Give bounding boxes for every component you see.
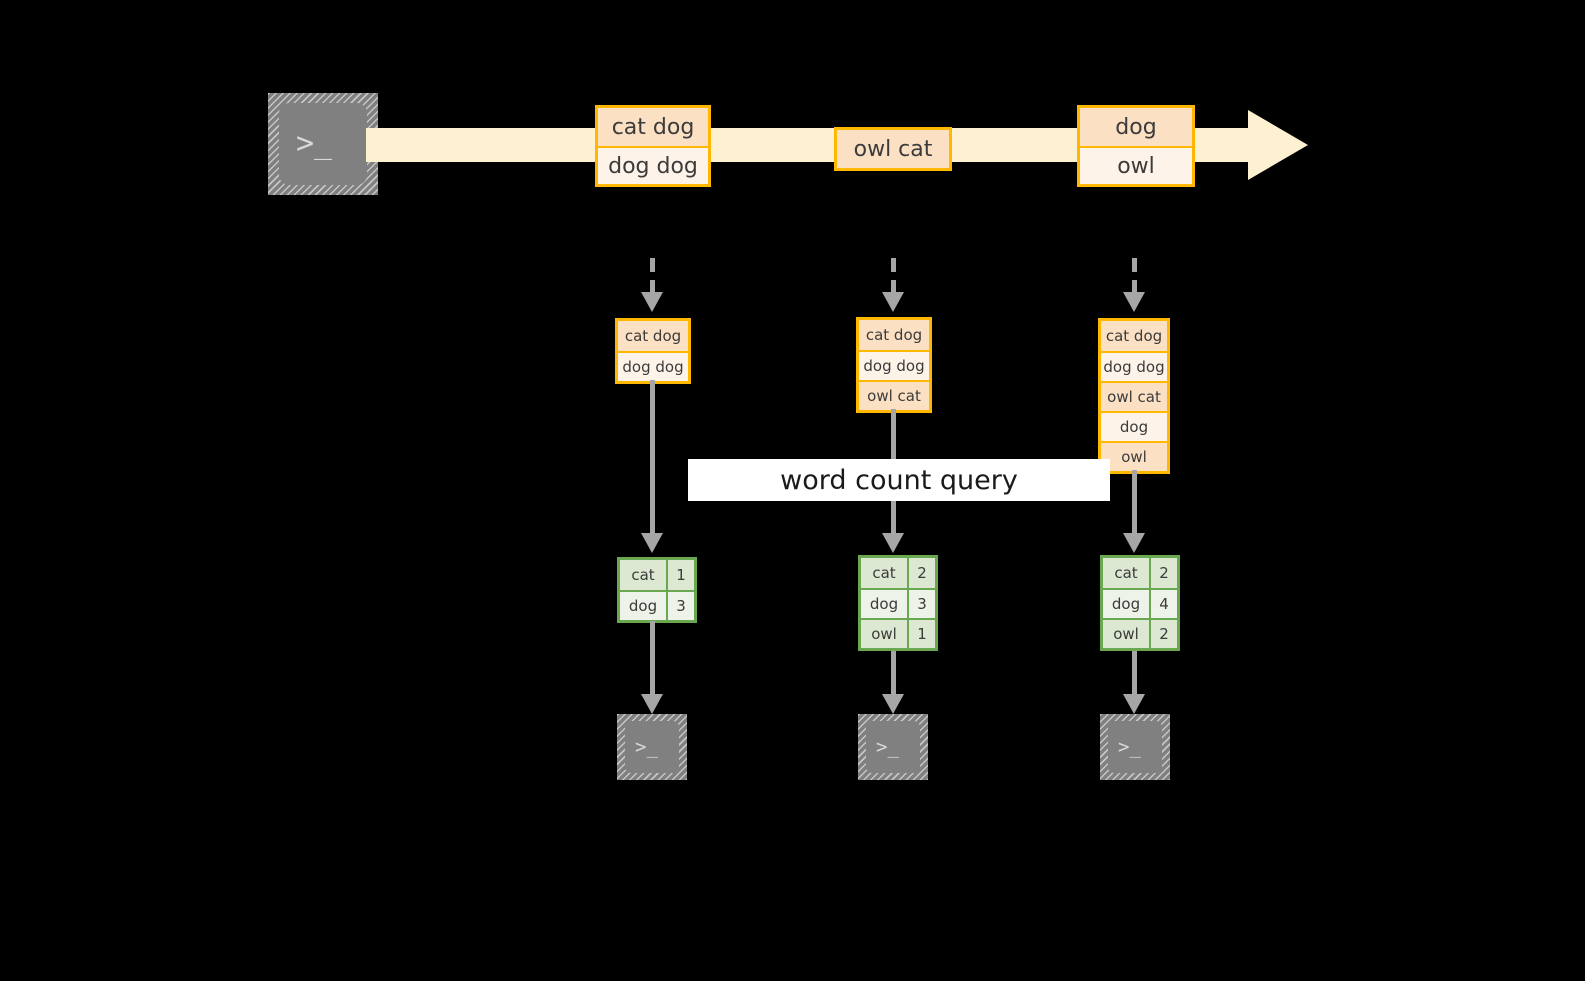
terminal-prompt-glyph: >_ — [296, 126, 333, 161]
stream-record: dog dog — [598, 146, 708, 184]
stream-record: cat dog — [598, 108, 708, 146]
stream-group-1: cat dog dog dog — [595, 105, 711, 187]
result-table-2: cat 2 dog 3 owl 1 — [858, 555, 938, 651]
snapshot-table-3: cat dog dog dog owl cat dog owl — [1098, 318, 1170, 474]
snapshot-to-result-arrowhead-1 — [641, 533, 663, 553]
result-count: 2 — [1149, 558, 1177, 588]
result-to-sink-arrowhead-1 — [641, 694, 663, 714]
result-row: dog 3 — [861, 588, 935, 618]
result-word: cat — [620, 560, 666, 590]
terminal-prompt-glyph: >_ — [876, 736, 899, 758]
result-word: owl — [861, 620, 907, 648]
stream-to-snapshot-connector-2 — [891, 258, 896, 294]
result-count: 1 — [907, 620, 935, 648]
source-terminal-icon: >_ — [268, 93, 378, 195]
result-to-sink-arrowhead-3 — [1123, 694, 1145, 714]
result-row: dog 3 — [620, 590, 694, 620]
snapshot-record: dog dog — [859, 350, 929, 380]
snapshot-record: dog dog — [1101, 351, 1167, 381]
terminal-prompt-glyph: >_ — [635, 736, 658, 758]
stream-to-snapshot-arrowhead-2 — [882, 292, 904, 312]
snapshot-record: owl cat — [1101, 381, 1167, 411]
snapshot-to-result-arrowhead-2 — [882, 533, 904, 553]
result-row: dog 4 — [1103, 588, 1177, 618]
stream-arrow-head-icon — [1248, 110, 1308, 180]
snapshot-record: owl cat — [859, 380, 929, 410]
result-count: 3 — [666, 592, 694, 620]
terminal-screen — [279, 103, 367, 185]
result-table-3: cat 2 dog 4 owl 2 — [1100, 555, 1180, 651]
result-word: dog — [861, 590, 907, 618]
result-word: dog — [620, 592, 666, 620]
stream-group-2: owl cat — [834, 127, 952, 171]
result-row: cat 2 — [1103, 558, 1177, 588]
result-count: 4 — [1149, 590, 1177, 618]
result-to-sink-connector-1 — [650, 621, 655, 701]
snapshot-record: owl — [1101, 441, 1167, 471]
sink-terminal-icon-2: >_ — [858, 714, 928, 780]
stream-group-3: dog owl — [1077, 105, 1195, 187]
result-count: 2 — [1149, 620, 1177, 648]
result-word: cat — [861, 558, 907, 588]
result-to-sink-connector-3 — [1132, 651, 1137, 701]
snapshot-table-2: cat dog dog dog owl cat — [856, 317, 932, 413]
result-to-sink-connector-2 — [891, 651, 896, 701]
terminal-screen — [625, 721, 679, 773]
query-label: word count query — [688, 459, 1110, 501]
result-word: cat — [1103, 558, 1149, 588]
stream-to-snapshot-arrowhead-1 — [641, 292, 663, 312]
result-word: dog — [1103, 590, 1149, 618]
stream-record: owl cat — [837, 130, 949, 168]
snapshot-to-result-arrowhead-3 — [1123, 533, 1145, 553]
snapshot-record: cat dog — [1101, 321, 1167, 351]
terminal-screen — [1108, 721, 1162, 773]
snapshot-to-result-connector-1 — [650, 380, 655, 545]
stream-record: dog — [1080, 108, 1192, 146]
result-row: cat 1 — [620, 560, 694, 590]
result-count: 2 — [907, 558, 935, 588]
snapshot-record: dog dog — [618, 351, 688, 381]
stream-to-snapshot-connector-1 — [650, 258, 655, 294]
sink-terminal-icon-3: >_ — [1100, 714, 1170, 780]
snapshot-to-result-connector-3 — [1132, 470, 1137, 545]
result-count: 1 — [666, 560, 694, 590]
stream-to-snapshot-arrowhead-3 — [1123, 292, 1145, 312]
terminal-screen — [866, 721, 920, 773]
result-table-1: cat 1 dog 3 — [617, 557, 697, 623]
snapshot-record: cat dog — [618, 321, 688, 351]
result-count: 3 — [907, 590, 935, 618]
snapshot-record: cat dog — [859, 320, 929, 350]
sink-terminal-icon-1: >_ — [617, 714, 687, 780]
snapshot-table-1: cat dog dog dog — [615, 318, 691, 384]
result-row: owl 1 — [861, 618, 935, 648]
stream-record: owl — [1080, 146, 1192, 184]
result-row: cat 2 — [861, 558, 935, 588]
result-to-sink-arrowhead-2 — [882, 694, 904, 714]
result-word: owl — [1103, 620, 1149, 648]
result-row: owl 2 — [1103, 618, 1177, 648]
stream-to-snapshot-connector-3 — [1132, 258, 1137, 294]
snapshot-record: dog — [1101, 411, 1167, 441]
terminal-prompt-glyph: >_ — [1118, 736, 1141, 758]
